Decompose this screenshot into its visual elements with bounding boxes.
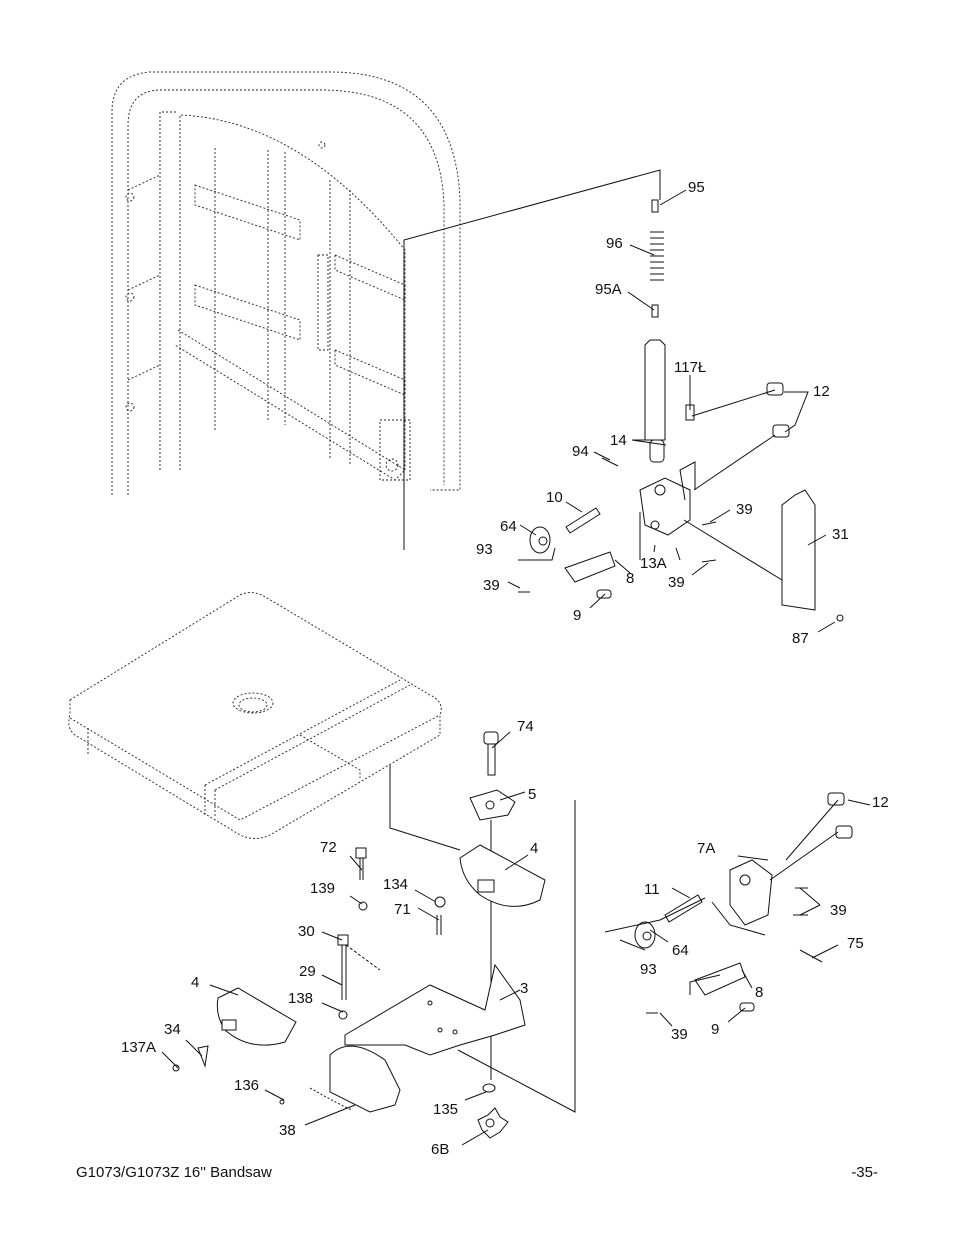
lower-guide-assembly [161,731,871,1146]
label-14: 14 [610,432,627,449]
label-6b: 6B [431,1141,449,1158]
label-39-e: 39 [671,1026,688,1043]
label-8-top: 8 [626,570,634,587]
label-13a: 13A [640,555,667,572]
page-number: -35- [851,1164,878,1181]
label-12-top: 12 [813,383,830,400]
label-93-bot: 93 [640,961,657,978]
label-64-bot: 64 [672,942,689,959]
label-4-top: 4 [530,840,538,857]
label-87: 87 [792,630,809,647]
label-3: 3 [520,980,528,997]
label-134: 134 [383,876,408,893]
label-39-d: 39 [830,902,847,919]
bandsaw-frame [111,71,461,495]
label-135: 135 [433,1101,458,1118]
label-38: 38 [279,1122,296,1139]
label-39-c: 39 [668,574,685,591]
label-136: 136 [234,1077,259,1094]
label-96: 96 [606,235,623,252]
footer-title: G1073/G1073Z 16'' Bandsaw [76,1164,272,1181]
label-75: 75 [847,935,864,952]
label-11: 11 [644,881,660,898]
label-64-top: 64 [500,518,517,535]
label-74: 74 [517,718,534,735]
label-9-bot: 9 [711,1021,719,1038]
label-39-b: 39 [483,577,500,594]
label-10: 10 [546,489,563,506]
label-30: 30 [298,923,315,940]
label-4-left: 4 [191,974,199,991]
label-9-top: 9 [573,607,581,624]
label-31: 31 [832,526,849,543]
callout-labels: 95 96 95A 117Ł 12 14 94 10 39 31 64 93 1… [121,179,889,1158]
label-95a: 95A [595,281,622,298]
label-71: 71 [394,901,411,918]
label-94: 94 [572,443,589,460]
label-8-bot: 8 [755,984,763,1001]
label-137a: 137A [121,1039,156,1056]
label-95: 95 [688,179,705,196]
label-5: 5 [528,786,536,803]
label-29: 29 [299,963,316,980]
label-7a: 7A [697,840,715,857]
label-34: 34 [164,1021,181,1038]
label-39-a: 39 [736,501,753,518]
label-93-top: 93 [476,541,493,558]
label-139: 139 [310,880,335,897]
label-117: 117Ł [674,359,706,376]
bandsaw-table [68,592,442,839]
label-12-bot: 12 [872,794,889,811]
upper-guide-assembly [403,169,844,633]
label-138: 138 [288,990,313,1007]
label-72: 72 [320,839,337,856]
